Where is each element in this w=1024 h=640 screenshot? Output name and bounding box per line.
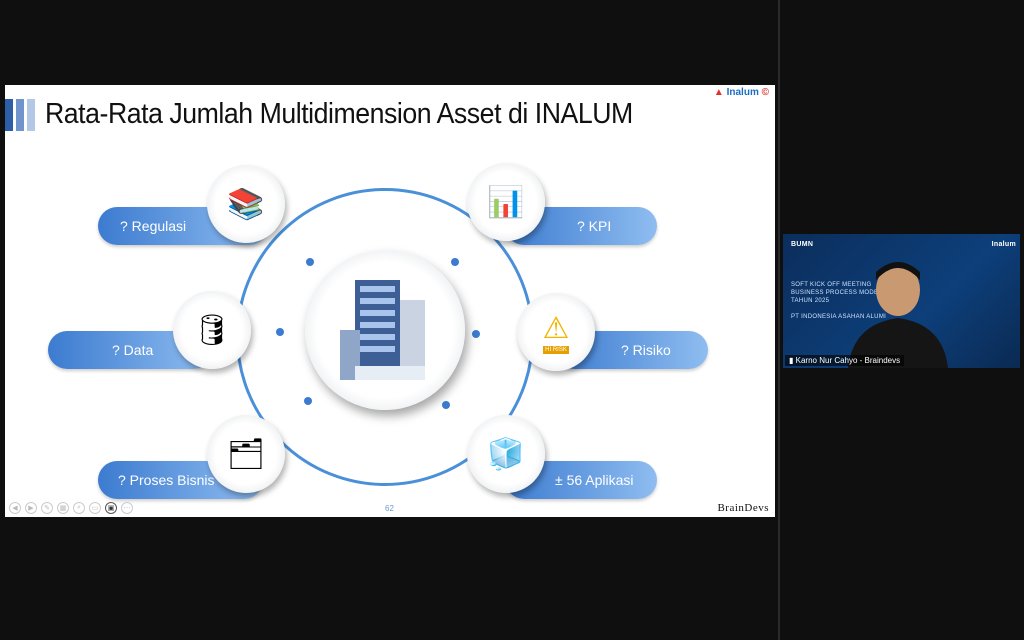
connector-dot [451, 258, 459, 266]
background-text: TAHUN 2025 [791, 298, 830, 304]
connector-dot [276, 328, 284, 336]
connector-dot [442, 401, 450, 409]
inalum-logo: Inalum [991, 241, 1016, 248]
item-label: ? KPI [577, 218, 612, 234]
flowchart-icon: 🗂 [207, 415, 285, 493]
zoom-icon[interactable]: ⌕ [73, 502, 85, 514]
subtitles-icon[interactable]: ▭ [89, 502, 101, 514]
shared-slide: Rata-Rata Jumlah Multidimension Asset di… [5, 85, 775, 517]
title-accent-bars [5, 99, 35, 131]
signal-bars-icon: ▮ [789, 356, 794, 365]
warning-sign-icon: ⚠HI RISK [517, 293, 595, 371]
bar-chart-icon: 📊 [467, 163, 545, 241]
slides-grid-icon[interactable]: ▦ [57, 502, 69, 514]
database-icon: 🛢 [173, 291, 251, 369]
previous-slide-icon[interactable]: ◀ [9, 502, 21, 514]
page-number: 62 [385, 504, 394, 513]
building-icon [305, 250, 465, 410]
item-label: ? Proses Bisnis [118, 472, 215, 488]
panel-divider[interactable] [778, 0, 780, 640]
participant-video [848, 262, 948, 368]
participant-name-label: ▮ Karno Nur Cahyo - Braindevs [785, 355, 905, 366]
background-text: PT INDONESIA ASAHAN ALUMI [791, 314, 887, 320]
braindevs-logo: BrainDevs [717, 502, 769, 514]
item-label: ? Risiko [621, 342, 671, 358]
item-label: ± 56 Aplikasi [555, 472, 634, 488]
item-label: ? Data [112, 342, 154, 358]
connector-dot [472, 330, 480, 338]
pen-icon[interactable]: ✎ [41, 502, 53, 514]
item-label: ? Regulasi [120, 218, 187, 234]
connector-dot [304, 397, 312, 405]
more-options-icon[interactable]: ⋯ [121, 502, 133, 514]
background-text: SOFT KICK OFF MEETING [791, 282, 872, 288]
camera-icon[interactable]: ▣ [105, 502, 117, 514]
background-text: BUSINESS PROCESS MODEL [791, 290, 882, 296]
cubes-icon: 🧊 [467, 415, 545, 493]
bumn-logo: BUMN [791, 241, 814, 248]
slideshow-controls: ◀ ▶ ✎ ▦ ⌕ ▭ ▣ ⋯ [9, 502, 133, 514]
slide-title: Rata-Rata Jumlah Multidimension Asset di… [45, 98, 633, 130]
gavel-books-icon: 📚 [207, 165, 285, 243]
inalum-logo: ▲ Inalum © [713, 87, 769, 98]
connector-dot [306, 258, 314, 266]
participant-video-tile[interactable]: BUMN Inalum SOFT KICK OFF MEETING BUSINE… [783, 234, 1020, 368]
next-slide-icon[interactable]: ▶ [25, 502, 37, 514]
